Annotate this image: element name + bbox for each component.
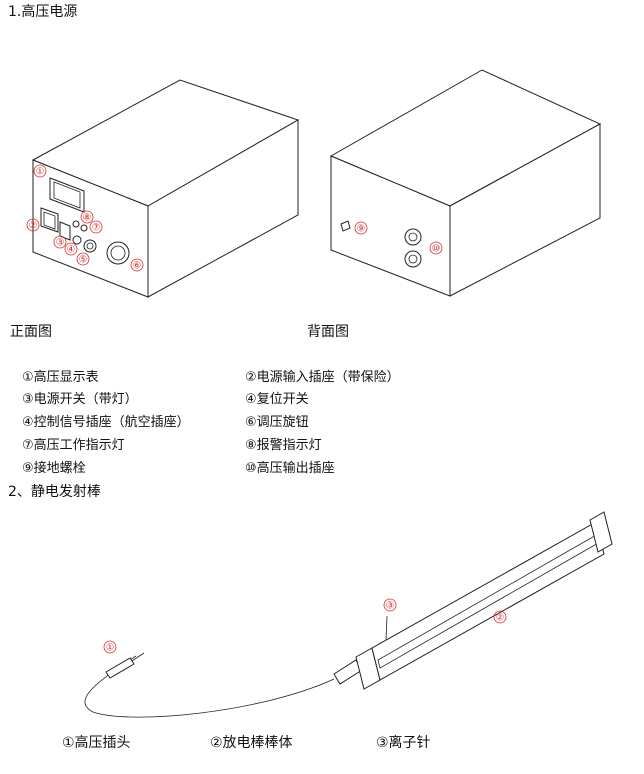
bar-body-icon [371,521,605,681]
alarm-indicator-icon [80,224,88,232]
aviation-socket-inner-icon [86,242,94,250]
hv-output-socket-1-inner-icon [408,232,418,242]
legend-item-5: ④控制信号插座（航空插座） [22,415,190,430]
back-callouts: ⑨ ⑩ [354,221,443,255]
bar-legend-item-1: ①高压插头 [62,735,131,751]
legend-item-9: ⑨接地螺栓 [22,461,86,476]
ion-needle-pointer [385,615,388,641]
back-view-caption: 背面图 [307,324,349,340]
legend-item-4: ④复位开关 [245,392,309,407]
hv-output-socket-2-icon [404,250,422,268]
front-view-caption: 正面图 [10,324,52,340]
bar-callout-1: ① [106,643,115,654]
legend-item-3: ③电源开关（带灯） [22,392,138,407]
front-callout-8: ⑧ [83,213,92,224]
front-callout-3: ③ [56,238,65,249]
section1-title: 1.高压电源 [8,4,78,20]
legend-item-10: ⑩高压输出插座 [245,461,335,476]
voltage-knob-icon [106,241,130,265]
hv-cable [84,655,335,718]
front-callout-7: ⑦ [92,223,101,234]
power-switch-icon [59,221,71,241]
legend-item-1: ①高压显示表 [22,370,99,385]
front-callout-5: ⑤ [79,255,88,266]
front-power-supply-drawing [31,79,300,298]
power-input-inner-icon [43,211,56,230]
hv-indicator-icon [72,220,80,228]
back-callout-9: ⑨ [357,224,366,235]
back-callout-10: ⑩ [432,244,441,255]
bar-callouts: ① ② ③ [103,598,507,654]
section2-title: 2、静电发射棒 [8,484,101,500]
voltage-knob-inner-icon [110,245,126,261]
front-callout-6: ⑥ [133,261,142,272]
front-callout-1: ① [36,167,45,178]
hv-output-socket-2-inner-icon [408,254,418,264]
front-callouts: ① ② ③ ④ ⑤ ⑥ ⑦ ⑧ [26,164,144,272]
back-power-supply-drawing [329,69,602,297]
front-callout-4: ④ [67,245,76,256]
static-bar-drawing [84,511,613,718]
legend-item-8: ⑧报警指示灯 [245,438,322,453]
legend-item-7: ⑦高压工作指示灯 [22,438,125,453]
power-input-socket-icon [40,207,59,233]
hv-plug-pin-icon [131,652,145,662]
front-callout-2: ② [29,221,38,232]
ground-bolt-icon [340,220,351,232]
display-screen-icon [53,181,81,209]
legend-item-2: ②电源输入插座（带保险） [245,370,400,385]
bar-legend-item-3: ③离子针 [376,735,431,751]
aviation-socket-icon [83,239,97,253]
bar-callout-3: ③ [386,601,395,612]
reset-button-icon [72,235,82,245]
hv-plug-body-icon [105,657,135,679]
legend-item-6: ⑥调压旋钮 [245,415,309,430]
hv-output-socket-1-icon [404,228,422,246]
bar-end-cap-right-icon [589,511,613,553]
bar-legend-item-2: ②放电棒棒体 [210,735,293,751]
bar-callout-2: ② [496,613,505,624]
